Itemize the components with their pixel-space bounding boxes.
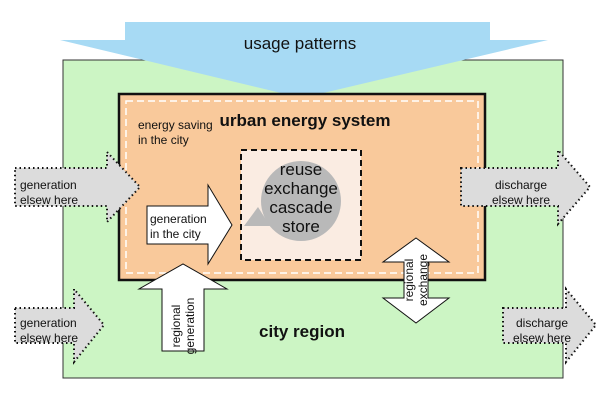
discharge-elsewhere-top-label: discharge elsew here xyxy=(491,178,551,207)
energy-saving-label: energy saving in the city xyxy=(138,118,213,147)
core-cycle-icon xyxy=(261,161,341,241)
regional-exchange-arrow xyxy=(381,237,451,324)
generation-elsewhere-top-label: generation elsew here xyxy=(20,178,79,207)
core-exchange: exchange xyxy=(264,179,338,198)
usage-patterns-arrow xyxy=(60,22,548,98)
core-process-label: reuse exchange cascade store xyxy=(244,160,358,236)
core-cycle-arrowhead xyxy=(244,207,270,226)
core-cascade: cascade xyxy=(269,198,333,217)
usage-patterns-label: usage patterns xyxy=(243,34,357,53)
city-region-label: city region xyxy=(259,322,345,341)
core-reuse: reuse xyxy=(279,160,323,179)
urban-energy-system-title: urban energy system xyxy=(219,111,391,130)
regional-exchange-label: regional exchange xyxy=(402,253,430,307)
generation-in-city-arrow xyxy=(146,183,233,266)
discharge-elsewhere-bottom-arrow xyxy=(502,286,598,365)
core-store: store xyxy=(282,217,320,236)
generation-elsewhere-bottom-arrow xyxy=(14,286,106,365)
generation-elsewhere-top-arrow xyxy=(14,149,142,225)
discharge-elsewhere-top-arrow xyxy=(460,147,592,227)
discharge-elsewhere-bottom-label: discharge elsew here xyxy=(512,316,572,345)
regional-generation-arrow xyxy=(137,263,229,352)
generation-in-city-label: generation in the city xyxy=(150,212,207,241)
regional-generation-label: regional generation xyxy=(169,297,197,355)
generation-elsewhere-bottom-label: generation elsew here xyxy=(20,316,79,345)
